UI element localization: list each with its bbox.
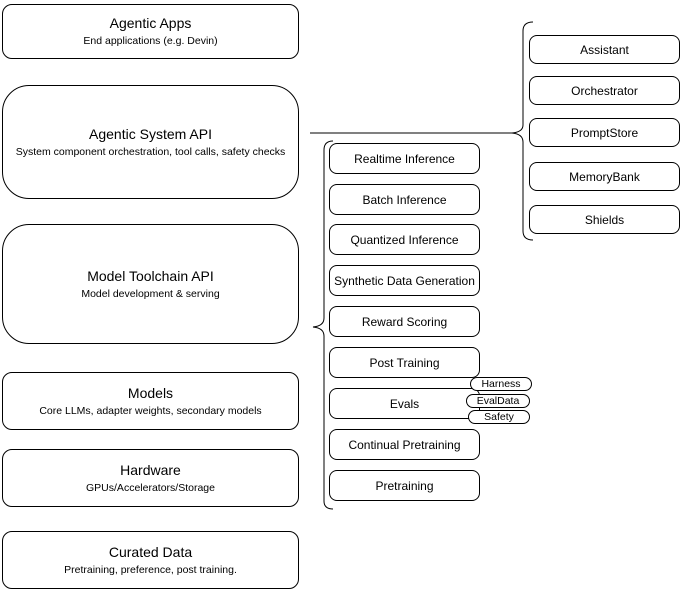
node-label: Evals xyxy=(389,396,420,411)
node-title: Models xyxy=(127,384,174,401)
node-label: Post Training xyxy=(369,355,440,370)
node-label: Realtime Inference xyxy=(354,151,455,166)
node-quantized-inference: Quantized Inference xyxy=(329,224,480,255)
tag-label: Safety xyxy=(484,410,514,423)
node-memorybank: MemoryBank xyxy=(529,162,680,191)
node-label: PromptStore xyxy=(570,125,639,140)
node-continual-pretraining: Continual Pretraining xyxy=(329,429,480,460)
node-label: Reward Scoring xyxy=(361,314,448,329)
node-subtitle: Pretraining, preference, post training. xyxy=(64,563,237,576)
node-pretraining: Pretraining xyxy=(329,470,480,501)
node-label: Orchestrator xyxy=(571,83,638,98)
node-subtitle: Model development & serving xyxy=(81,287,220,300)
node-evals: Evals xyxy=(329,388,480,419)
node-reward-scoring: Reward Scoring xyxy=(329,306,480,337)
tag-evaldata: EvalData xyxy=(466,394,530,408)
node-synthetic-data-generation: Synthetic Data Generation xyxy=(329,265,480,296)
node-title: Agentic System API xyxy=(89,125,212,142)
node-promptstore: PromptStore xyxy=(529,118,680,147)
tag-label: Harness xyxy=(481,377,521,390)
node-title: Agentic Apps xyxy=(109,15,192,31)
node-realtime-inference: Realtime Inference xyxy=(329,143,480,174)
node-label: Continual Pretraining xyxy=(348,437,461,452)
node-label: Batch Inference xyxy=(362,192,447,207)
node-assistant: Assistant xyxy=(529,35,680,64)
node-curated-data: Curated Data Pretraining, preference, po… xyxy=(2,531,299,589)
node-subtitle: GPUs/Accelerators/Storage xyxy=(86,481,215,494)
node-agentic-system-api: Agentic System API System component orch… xyxy=(2,85,299,199)
node-subtitle: End applications (e.g. Devin) xyxy=(83,35,218,47)
node-shields: Shields xyxy=(529,205,680,234)
node-hardware: Hardware GPUs/Accelerators/Storage xyxy=(2,449,299,507)
node-label: Synthetic Data Generation xyxy=(334,273,475,288)
node-label: Assistant xyxy=(580,42,629,57)
node-label: Pretraining xyxy=(375,478,434,493)
node-subtitle: Core LLMs, adapter weights, secondary mo… xyxy=(39,404,262,417)
tag-harness: Harness xyxy=(470,377,532,391)
node-orchestrator: Orchestrator xyxy=(529,76,680,105)
node-models: Models Core LLMs, adapter weights, secon… xyxy=(2,372,299,430)
node-subtitle: System component orchestration, tool cal… xyxy=(15,145,286,158)
node-post-training: Post Training xyxy=(329,347,480,378)
node-title: Hardware xyxy=(120,461,181,478)
node-model-toolchain-api: Model Toolchain API Model development & … xyxy=(2,224,299,344)
node-title: Curated Data xyxy=(108,543,193,560)
node-batch-inference: Batch Inference xyxy=(329,184,480,215)
node-label: MemoryBank xyxy=(569,169,640,184)
tag-safety: Safety xyxy=(468,410,530,424)
node-label: Quantized Inference xyxy=(350,232,459,247)
node-title: Model Toolchain API xyxy=(87,267,214,284)
node-agentic-apps: Agentic Apps End applications (e.g. Devi… xyxy=(2,4,299,59)
tag-label: EvalData xyxy=(476,394,520,407)
node-label: Shields xyxy=(584,212,625,227)
